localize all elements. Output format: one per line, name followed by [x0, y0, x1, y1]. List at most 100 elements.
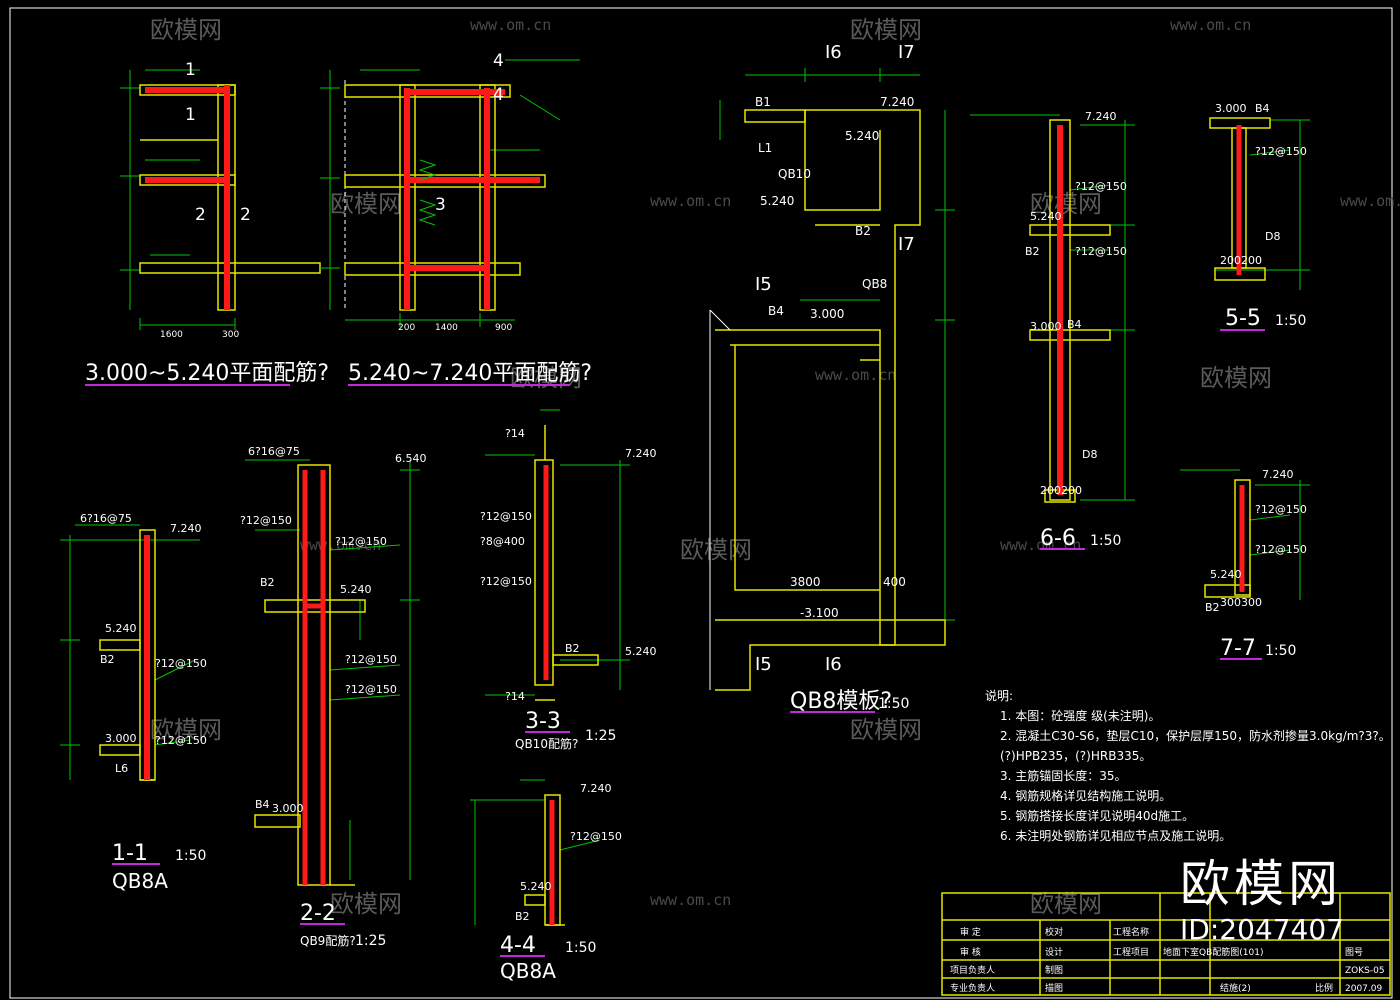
- note-item: 6. 未注明处钢筋详见相应节点及施工说明。: [1000, 828, 1231, 843]
- svg-text:2-2: 2-2: [300, 901, 336, 926]
- watermark-id: ID:2047407: [1180, 913, 1344, 946]
- svg-text:?12@150: ?12@150: [1255, 543, 1307, 556]
- svg-text:I5: I5: [755, 654, 772, 675]
- svg-text:B2: B2: [515, 910, 530, 923]
- svg-text:5.240: 5.240: [760, 194, 794, 208]
- svg-text:?12@150: ?12@150: [1255, 145, 1307, 158]
- section-1-1: 7.240 5.240 3.000 ?12@150 ?12@150 B2 L6 …: [60, 512, 207, 893]
- svg-text:1:50: 1:50: [1090, 533, 1121, 549]
- svg-text:www.om.cn: www.om.cn: [300, 536, 381, 554]
- svg-text:?12@150: ?12@150: [1255, 503, 1307, 516]
- notes-heading: 说明:: [985, 688, 1013, 703]
- svg-text:200: 200: [398, 323, 415, 333]
- svg-text:I5: I5: [755, 274, 772, 295]
- svg-text:?12@150: ?12@150: [345, 683, 397, 696]
- note-item: 3. 主筋锚固长度：35。: [1000, 768, 1127, 783]
- svg-text:?14: ?14: [505, 427, 525, 440]
- svg-text:2: 2: [195, 205, 206, 225]
- svg-text:3-3: 3-3: [525, 709, 561, 734]
- svg-text:QB8A: QB8A: [112, 869, 168, 893]
- section-5-5: 3.000 B4 ?12@150 D8 200200 5-5 1:50: [1209, 102, 1310, 331]
- svg-text:400: 400: [883, 575, 906, 589]
- svg-text:www.om.cn: www.om.cn: [470, 16, 551, 34]
- svg-text:1-1: 1-1: [112, 841, 148, 866]
- svg-text:7.240: 7.240: [1262, 468, 1294, 481]
- svg-text:6-6: 6-6: [1040, 526, 1076, 551]
- svg-text:QB8A: QB8A: [500, 959, 556, 983]
- svg-text:200200: 200200: [1220, 254, 1262, 267]
- section-7-7: 7.240 ?12@150 ?12@150 5.240 B2 300300 7-…: [1180, 468, 1310, 661]
- svg-text:设计: 设计: [1045, 946, 1063, 958]
- svg-text:1: 1: [185, 105, 196, 125]
- watermark-brand: 欧模网: [1200, 364, 1272, 392]
- svg-text:7.240: 7.240: [580, 782, 612, 795]
- watermark-url-layer: www.om.cn www.om.cn www.om.cn www.om.cn …: [300, 16, 1400, 909]
- svg-text:?12@150: ?12@150: [155, 734, 207, 747]
- svg-text:-3.100: -3.100: [800, 606, 839, 620]
- svg-text:5.240: 5.240: [1210, 568, 1242, 581]
- svg-text:结施(2): 结施(2): [1220, 982, 1251, 994]
- svg-text:3: 3: [435, 195, 446, 215]
- plan-2-title: 5.240~7.240平面配筋?: [348, 361, 592, 386]
- svg-text:专业负责人: 专业负责人: [950, 982, 995, 994]
- svg-text:7.240: 7.240: [625, 447, 657, 460]
- svg-text:3.000: 3.000: [105, 732, 137, 745]
- watermark-brand: 欧模网: [850, 16, 922, 44]
- note-item: 1. 本图：砼强度 级(未注明)。: [1000, 708, 1160, 723]
- watermark-brand: 欧模网: [330, 190, 402, 218]
- svg-text:3.000: 3.000: [810, 307, 844, 321]
- svg-text:L1: L1: [758, 141, 772, 155]
- svg-text:www.om.cn: www.om.cn: [650, 192, 731, 210]
- svg-text:?12@150: ?12@150: [155, 657, 207, 670]
- svg-text:制图: 制图: [1045, 964, 1063, 976]
- svg-text:2: 2: [240, 205, 251, 225]
- svg-text:2007.09: 2007.09: [1345, 984, 1382, 994]
- svg-text:QB8: QB8: [862, 277, 887, 291]
- svg-text:B4: B4: [768, 304, 784, 318]
- note-item: 5. 钢筋搭接长度详见说明40d施工。: [1000, 808, 1194, 823]
- svg-text:B2: B2: [565, 642, 580, 655]
- svg-text:B2: B2: [1025, 245, 1040, 258]
- svg-text:1:50: 1:50: [1265, 643, 1296, 659]
- svg-text:描图: 描图: [1045, 982, 1063, 994]
- svg-text:?12@150: ?12@150: [480, 575, 532, 588]
- section-6-6: 7.240 5.240 3.000 B4 B2 ?12@150 ?12@150 …: [970, 110, 1135, 551]
- note-item: 2. 混凝土C30-S6，垫层C10，保护层厚150，防水剂掺量3.0kg/m?…: [1000, 728, 1391, 743]
- svg-text:5.240: 5.240: [340, 583, 372, 596]
- svg-text:QB10: QB10: [778, 167, 811, 181]
- svg-text:200200: 200200: [1040, 484, 1082, 497]
- svg-text:3.000: 3.000: [1030, 320, 1062, 333]
- watermark-brand: 欧模网: [330, 890, 402, 918]
- svg-text:ZOKS-05: ZOKS-05: [1345, 966, 1385, 976]
- svg-text:3800: 3800: [790, 575, 821, 589]
- section-4-4: 7.240 ?12@150 5.240 B2 4-4 1:50 QB8A: [470, 779, 622, 983]
- svg-text:审 定: 审 定: [960, 926, 981, 938]
- svg-text:900: 900: [495, 323, 512, 333]
- svg-text:B2: B2: [260, 576, 275, 589]
- svg-text:地面下室QB配筋图(101): 地面下室QB配筋图(101): [1163, 946, 1263, 958]
- svg-text:5-5: 5-5: [1225, 306, 1261, 331]
- svg-text:项目负责人: 项目负责人: [950, 964, 995, 976]
- watermark-brand: 欧模网: [1030, 890, 1102, 918]
- svg-text:300: 300: [222, 330, 239, 340]
- svg-text:B4: B4: [1067, 318, 1082, 331]
- svg-text:?12@150: ?12@150: [335, 535, 387, 548]
- svg-text:I6: I6: [825, 42, 842, 63]
- svg-text:比例: 比例: [1315, 982, 1333, 994]
- svg-text:6?16@75: 6?16@75: [80, 512, 132, 525]
- svg-text:5.240: 5.240: [845, 129, 879, 143]
- svg-text:300300: 300300: [1220, 596, 1262, 609]
- svg-text:1:25: 1:25: [355, 933, 386, 949]
- svg-text:B1: B1: [755, 95, 771, 109]
- svg-text:D8: D8: [1265, 230, 1280, 243]
- svg-text:B2: B2: [100, 653, 115, 666]
- svg-text:4: 4: [493, 85, 504, 105]
- note-item: 4. 钢筋规格详见结构施工说明。: [1000, 788, 1171, 803]
- svg-text:B4: B4: [255, 798, 270, 811]
- svg-text:?8@400: ?8@400: [480, 535, 525, 548]
- svg-text:?12@150: ?12@150: [345, 653, 397, 666]
- svg-text:L6: L6: [115, 762, 128, 775]
- svg-text:4-4: 4-4: [500, 933, 536, 958]
- general-notes: 说明: 1. 本图：砼强度 级(未注明)。 2. 混凝土C30-S6，垫层C10…: [985, 688, 1391, 843]
